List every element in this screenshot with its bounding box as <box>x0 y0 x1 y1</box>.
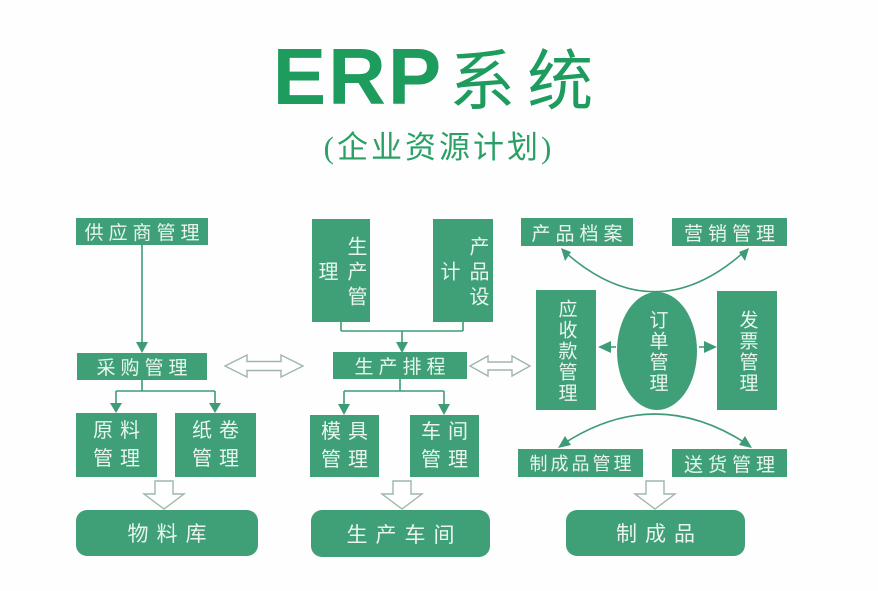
node-label: 营销管理 <box>683 223 780 245</box>
node-label: 发票管理 <box>736 309 758 394</box>
double-arrow-scheduling-receivables <box>468 354 532 378</box>
node-production-workshop: 生产车间 <box>311 510 490 557</box>
node-label: 订单管理 <box>646 310 668 394</box>
arrow-scheduling-to-mold-workshop <box>338 379 450 415</box>
node-label: 应收款管理 <box>555 298 577 404</box>
double-arrow-purchasing-scheduling <box>223 353 305 379</box>
node-label: 供应商管理 <box>84 223 205 244</box>
node-workshop-management: 车间 管理 <box>410 415 479 477</box>
node-delivery-management: 送货管理 <box>672 449 787 477</box>
node-label: 送货管理 <box>683 454 780 476</box>
node-label: 物料库 <box>127 522 215 546</box>
node-finished-goods: 制成品 <box>566 510 745 556</box>
title-xitong: 系统 <box>449 46 606 119</box>
node-invoice-management: 发票管理 <box>717 291 777 410</box>
node-purchasing-management: 采购管理 <box>77 353 207 380</box>
block-arrow-to-production-workshop <box>379 480 425 510</box>
block-arrow-to-material-warehouse <box>141 480 187 510</box>
node-finished-goods-management: 制成品管理 <box>518 449 643 477</box>
node-receivables-management: 应收款管理 <box>536 290 596 410</box>
block-arrow-to-finished-goods <box>632 480 678 510</box>
node-label: 生产车间 <box>346 522 463 547</box>
node-label: 采购管理 <box>96 358 193 379</box>
arc-order-to-archive-marketing <box>561 248 749 293</box>
node-label-line2: 管理 <box>93 448 147 470</box>
arrow-order-to-receivables <box>598 341 616 353</box>
node-label: 产品档案 <box>531 223 628 245</box>
node-marketing-management: 营销管理 <box>672 218 787 246</box>
node-label-line1: 纸卷 <box>192 420 246 442</box>
node-label-line1: 车间 <box>421 421 475 443</box>
node-production-scheduling: 生产排程 <box>333 352 467 379</box>
node-production-management: 生产管理 <box>312 219 370 322</box>
arrow-purchasing-to-materials <box>110 380 221 413</box>
node-label: 生产排程 <box>354 357 451 378</box>
node-label-line1: 模具 <box>321 421 375 443</box>
arrow-supplier-to-purchasing <box>136 245 148 353</box>
page-subtitle: (企业资源计划) <box>323 130 555 165</box>
node-raw-material-management: 原料 管理 <box>76 413 157 477</box>
node-product-design: 产品设计 <box>433 219 493 322</box>
title-erp: ERP <box>272 32 444 121</box>
node-material-warehouse: 物料库 <box>76 510 258 556</box>
node-order-management: 订单管理 <box>617 292 697 410</box>
node-supplier-management: 供应商管理 <box>76 218 208 245</box>
node-product-archive: 产品档案 <box>521 218 633 246</box>
node-label: 生产管理 <box>315 235 366 311</box>
arrow-production-design-to-scheduling <box>340 322 464 353</box>
arc-order-to-finished-delivery <box>558 413 752 448</box>
node-label: 产品设计 <box>437 235 488 311</box>
node-mold-management: 模具 管理 <box>310 415 379 477</box>
node-label-line2: 管理 <box>421 449 475 471</box>
node-label: 制成品管理 <box>529 454 635 474</box>
node-label-line2: 管理 <box>321 449 375 471</box>
node-label: 制成品 <box>616 522 703 546</box>
node-paper-roll-management: 纸卷 管理 <box>175 413 256 477</box>
node-label-line1: 原料 <box>93 420 147 442</box>
arrow-order-to-invoice <box>699 341 717 353</box>
node-label-line2: 管理 <box>192 448 246 470</box>
page-title: ERP系统 <box>0 28 878 124</box>
